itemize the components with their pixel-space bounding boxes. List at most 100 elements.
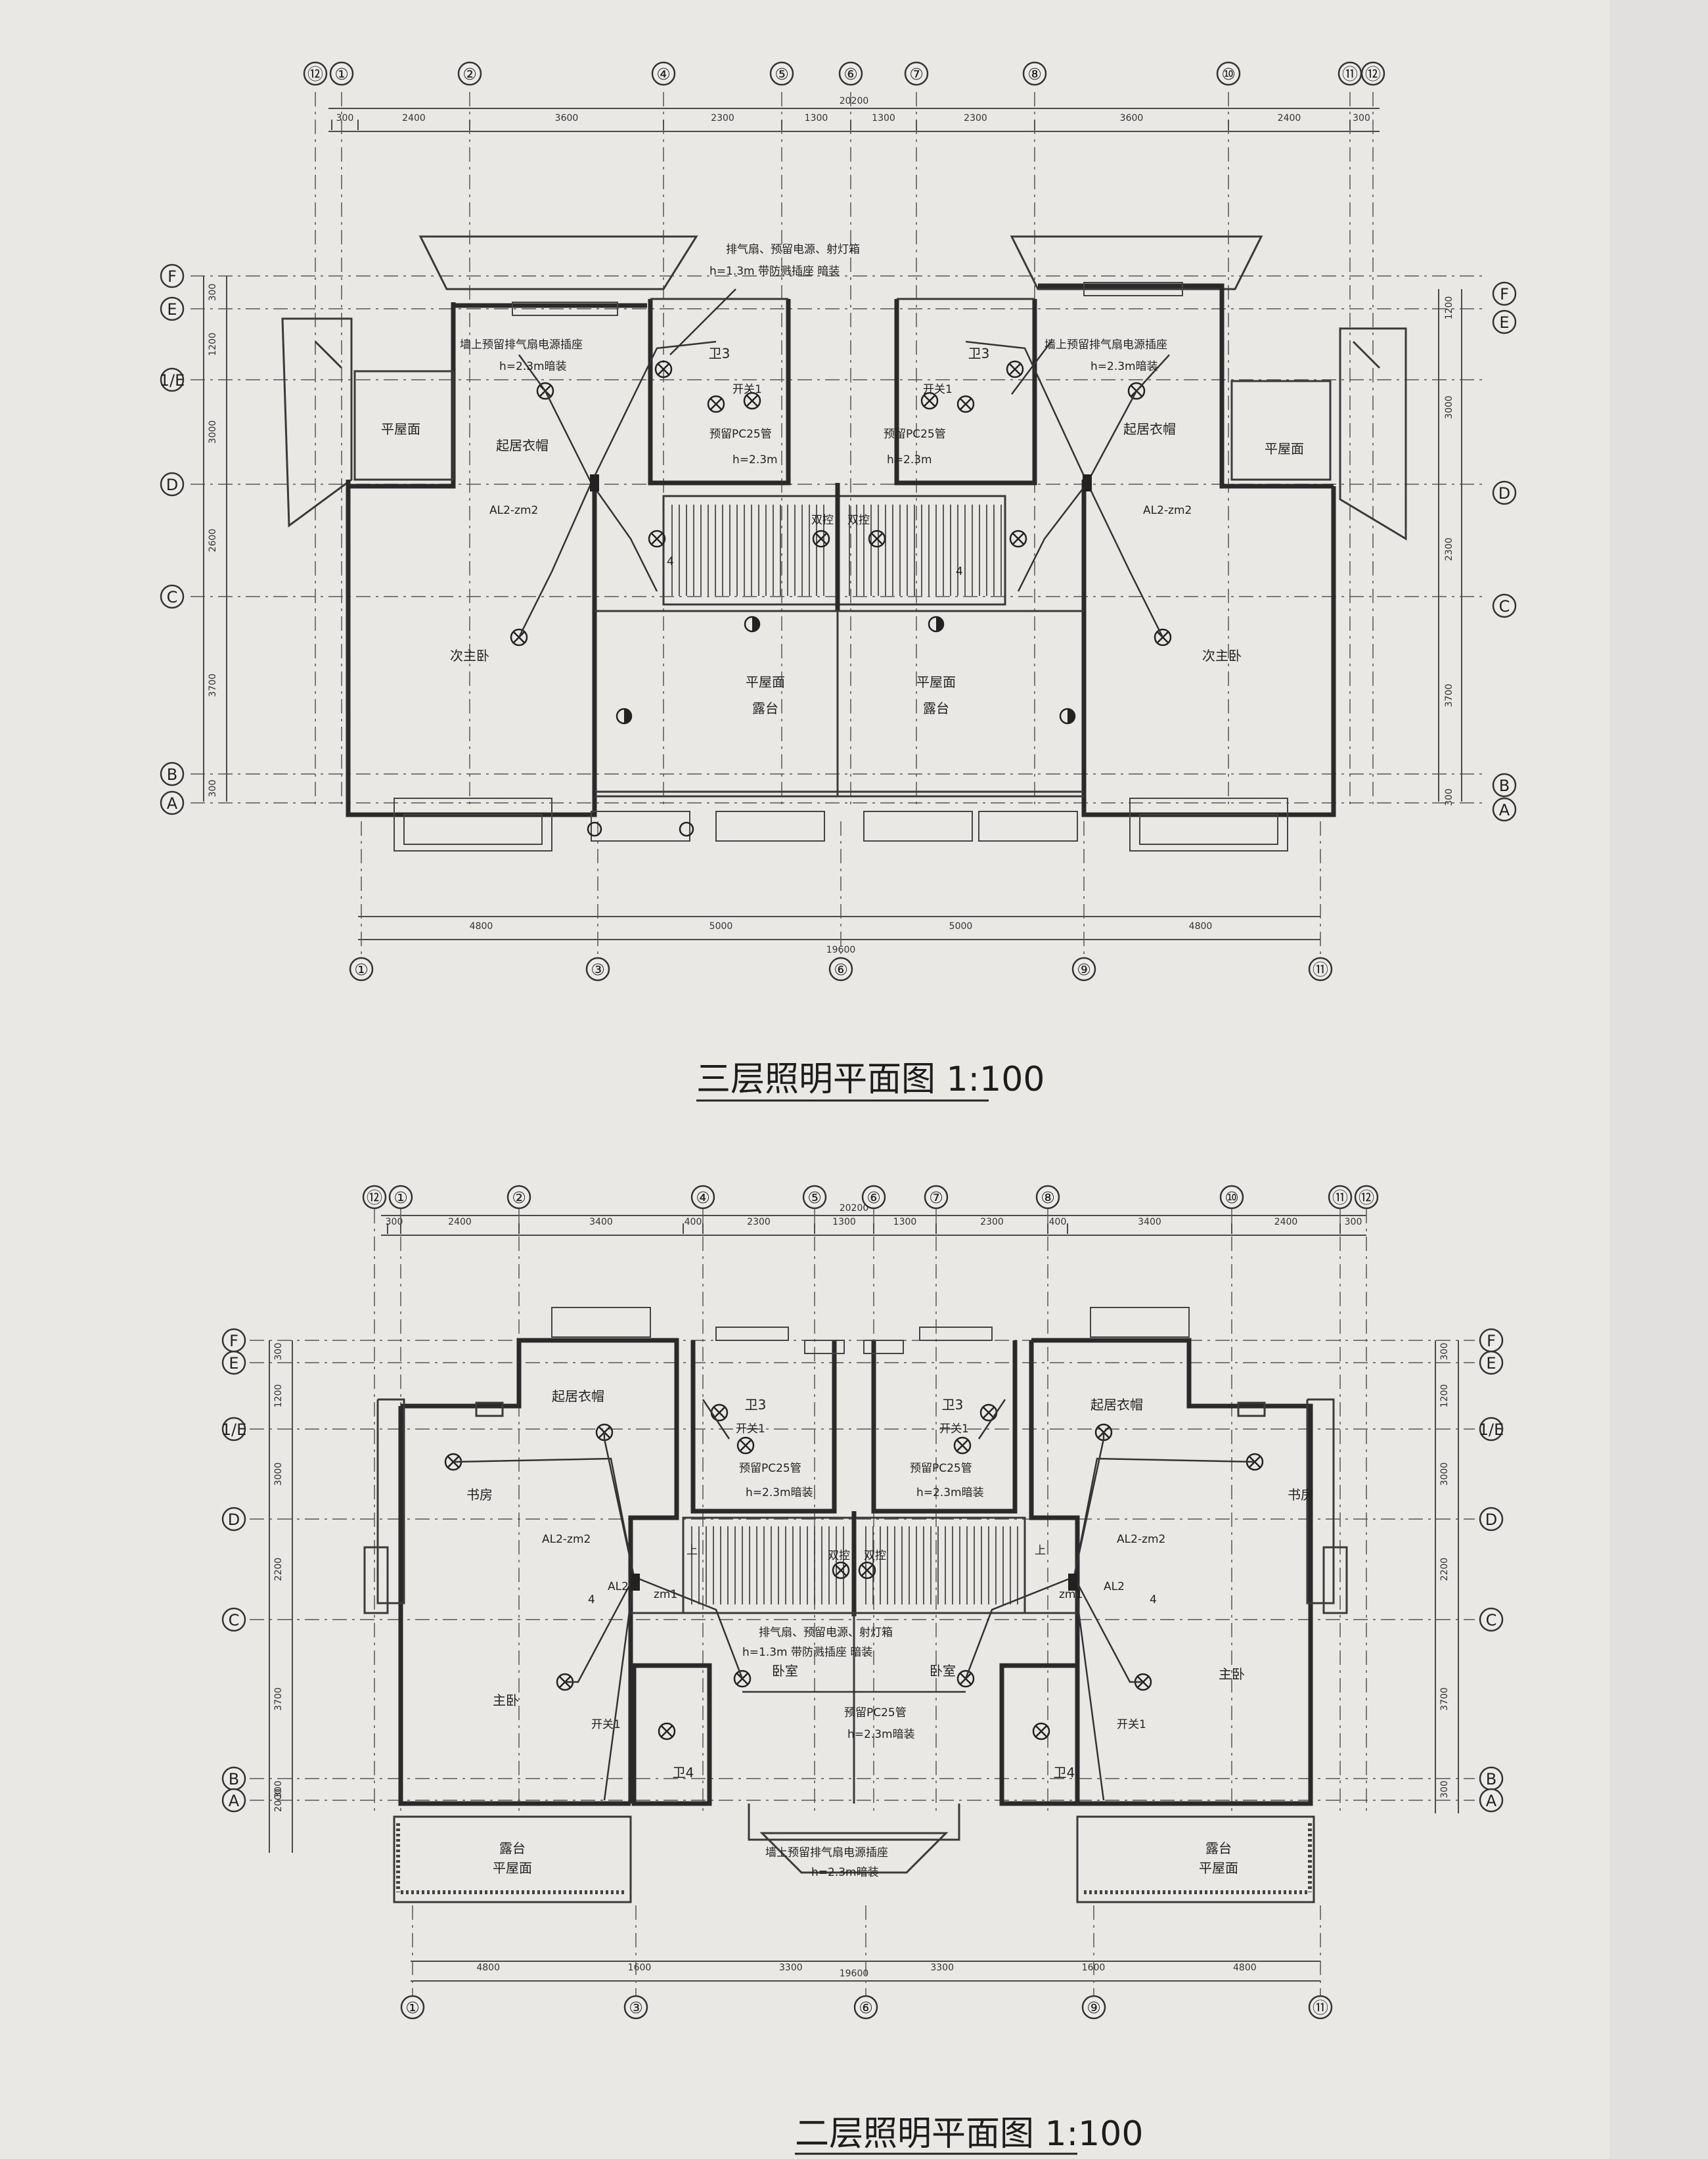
- axis-label: C: [167, 588, 178, 606]
- dimension-value: 300: [273, 1781, 284, 1798]
- room-label: 平屋面: [381, 421, 420, 437]
- walls: [363, 1307, 1348, 1903]
- axis-label: 1/E: [1479, 1420, 1504, 1439]
- dimension-value: 1200: [273, 1384, 284, 1408]
- dimension-value: 1200: [1444, 296, 1454, 320]
- ceiling-light-icon: [815, 533, 827, 545]
- axis-label: D: [166, 476, 178, 494]
- distribution-box-left: [590, 474, 599, 491]
- dimension-value: 3000: [208, 420, 218, 444]
- ceiling-light-icon: [832, 1561, 850, 1579]
- axis-bubble: [1479, 1788, 1504, 1813]
- axis-label: ③: [629, 1999, 643, 2017]
- socket-note: h=1.3m 带防溅插座 暗装: [742, 1646, 872, 1659]
- stair-up-note: 上: [686, 1544, 698, 1557]
- dimension-value: 5000: [709, 921, 733, 932]
- paper-shadow: [1609, 0, 1708, 2159]
- axis-label: ①: [405, 1999, 420, 2017]
- axis-bubble: [1081, 1995, 1106, 2020]
- ceiling-light-icon: [1009, 363, 1021, 375]
- wall-light-icon: [624, 709, 631, 723]
- axis-label: ⑧: [1027, 65, 1042, 83]
- axis-bubble: [506, 1185, 531, 1210]
- ceiling-light-icon: [861, 1564, 873, 1576]
- ceiling-light-icon: [812, 530, 830, 548]
- dimension-value: 2400: [1278, 113, 1301, 124]
- axis-label: A: [1499, 801, 1510, 819]
- room-label: 卫3: [709, 346, 730, 361]
- conduit-note: 预留PC25管: [910, 1462, 972, 1475]
- axis-label: ①: [354, 961, 369, 979]
- dimension-value: 300: [208, 780, 218, 798]
- annotations: AL2-zm2 AL2-zm2 预留PC25管 预留PC25管 h=2.3m h…: [460, 243, 1192, 578]
- room-label: 书房: [1288, 1487, 1314, 1503]
- dimension-value: 2300: [980, 1217, 1004, 1227]
- room-label: 卧室: [930, 1663, 956, 1679]
- axis-bubble: [861, 1185, 886, 1210]
- axis-label: 1/E: [160, 371, 185, 390]
- dimension-value: 5000: [949, 921, 973, 932]
- axis-bubble: [1328, 1185, 1353, 1210]
- dimension-value: 300: [208, 284, 218, 302]
- dimension-value: 4800: [1189, 921, 1213, 932]
- dimension-value: 3700: [1439, 1687, 1450, 1711]
- ceiling-light-icon: [733, 1670, 752, 1688]
- ceiling-light-icon: [956, 1440, 968, 1451]
- wall-light-icon: [936, 617, 943, 631]
- dimension-value: 300: [1444, 788, 1454, 806]
- axis-bubble: [1360, 61, 1385, 86]
- room-label: 卫3: [942, 1397, 964, 1413]
- staircase: [671, 505, 1002, 596]
- axis-label: D: [1498, 484, 1510, 503]
- axis-label: ⑦: [909, 65, 924, 83]
- dimension-value: 1200: [1439, 1384, 1450, 1408]
- ceiling-light-icon: [1006, 360, 1024, 378]
- axis-bubble: [349, 957, 374, 982]
- dimension-value: 2300: [964, 113, 987, 124]
- distribution-box-left: [631, 1574, 640, 1591]
- axis-bubble: [160, 761, 185, 786]
- dimension-value: 1300: [893, 1217, 917, 1227]
- room-label: 平屋面: [493, 1860, 532, 1876]
- axis-bubble: [457, 61, 482, 86]
- ceiling-light-icon: [658, 1722, 676, 1740]
- axis-label: F: [229, 1332, 238, 1350]
- room-label: 露台: [752, 700, 778, 716]
- ceiling-light-icon: [713, 1407, 725, 1419]
- axis-bubble: [160, 367, 185, 392]
- axis-bubble: [838, 61, 863, 86]
- ceiling-light-icon: [868, 530, 886, 548]
- dimension-value: 300: [1439, 1343, 1450, 1361]
- height-note: h=2.3m暗装: [847, 1728, 915, 1741]
- axis-label: C: [229, 1611, 240, 1629]
- ceiling-light-icon: [710, 398, 722, 410]
- axis-bubble: [802, 1185, 827, 1210]
- ceiling-light-icon: [736, 1436, 755, 1455]
- axis-label: B: [1499, 777, 1510, 795]
- axis-bubble: [1492, 480, 1517, 505]
- stair-up-note: 上: [1035, 1544, 1046, 1557]
- roof-outlines: [281, 235, 1407, 541]
- axis-label: ②: [512, 1189, 526, 1207]
- axis-bubble: [1492, 593, 1517, 618]
- room-label: 起居衣帽: [1123, 421, 1176, 437]
- room-label: 主卧: [1219, 1666, 1245, 1682]
- axis-label: ⑤: [807, 1189, 822, 1207]
- axis-label: ⑩: [1225, 1189, 1239, 1207]
- axis-bubble: [1479, 1417, 1504, 1442]
- panel-label: AL2-zm2: [542, 1533, 591, 1546]
- axis-bubble: [400, 1995, 425, 2020]
- ceiling-light-icon: [746, 395, 758, 407]
- axis-bubble: [1492, 281, 1517, 306]
- height-note: h=2.3m暗装: [746, 1486, 813, 1499]
- dimension-value: 300: [386, 1217, 403, 1227]
- axis-bubble: [651, 61, 676, 86]
- axis-bubble: [1219, 1185, 1244, 1210]
- wall-light-icon: [752, 617, 759, 631]
- dimension-value: 3300: [779, 1963, 803, 1973]
- panel-label: AL2-zm2: [489, 504, 538, 517]
- dimension-value: 2200: [1439, 1558, 1450, 1581]
- axis-bubble: [1308, 957, 1333, 982]
